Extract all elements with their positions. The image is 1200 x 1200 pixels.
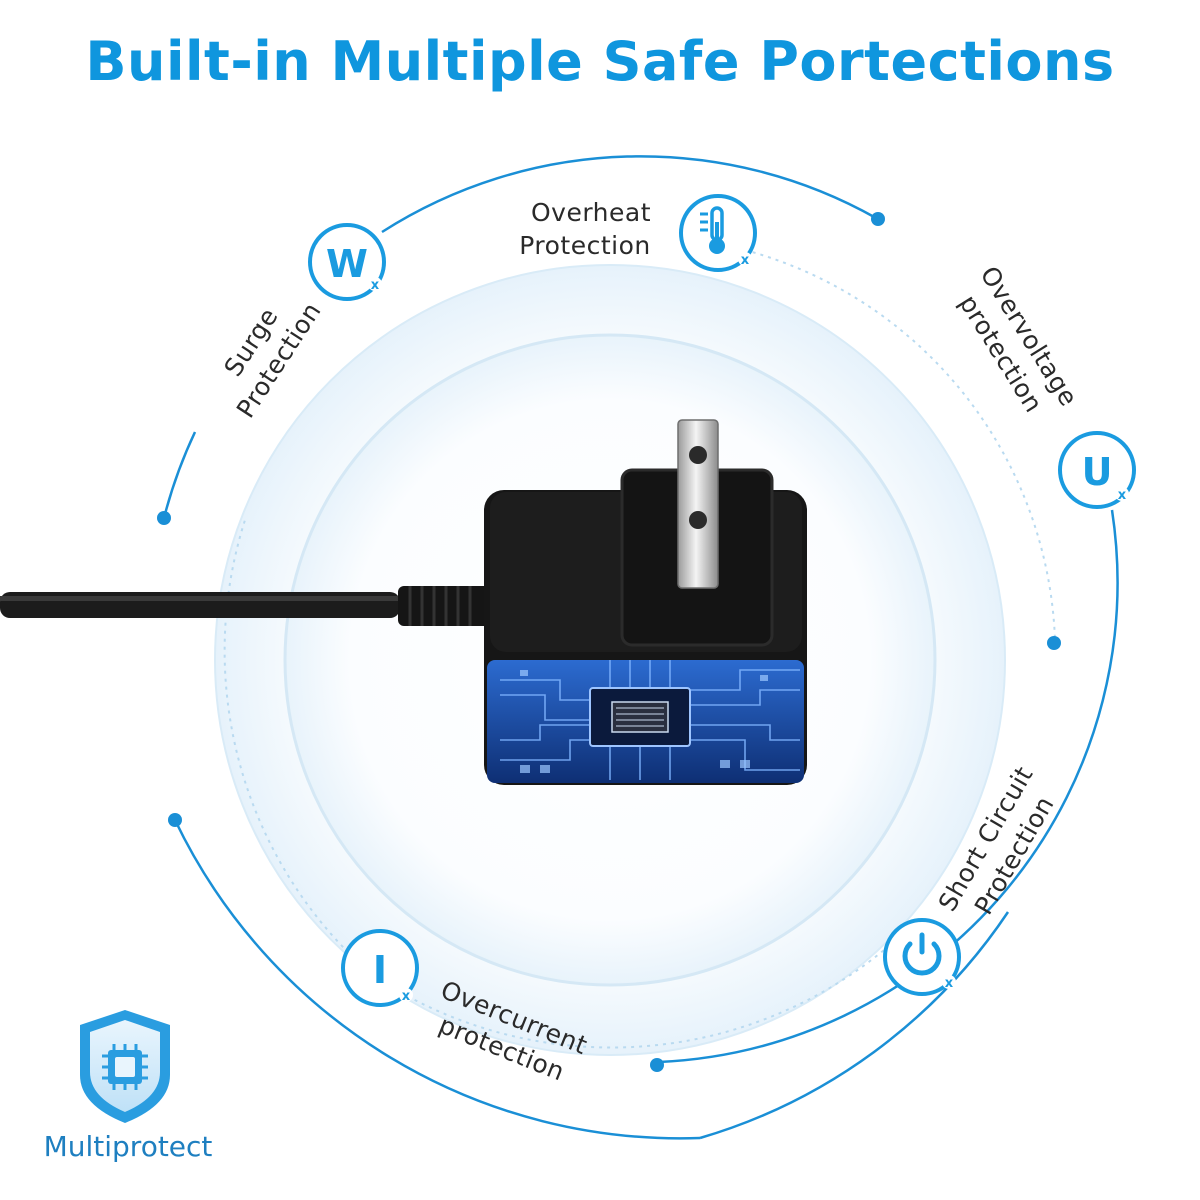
- current-icon: I: [373, 948, 387, 992]
- svg-text:x: x: [741, 253, 750, 268]
- prong: [677, 419, 719, 589]
- overheat-icon-badge: x: [679, 194, 757, 272]
- power-icon: [902, 932, 942, 976]
- overheat-label-line1: Overheat: [530, 198, 652, 227]
- svg-text:x: x: [402, 989, 411, 1004]
- voltage-icon: U: [1082, 450, 1113, 494]
- ring-dots: [157, 212, 1061, 1072]
- surge-icon-badge: W x: [308, 223, 386, 301]
- outer-ring: [162, 155, 1119, 1140]
- watt-icon: W: [326, 242, 368, 286]
- page-title: Built-in Multiple Safe Portections: [85, 30, 1115, 93]
- svg-text:x: x: [945, 976, 954, 991]
- power-cable: [0, 592, 400, 618]
- overvoltage-icon-badge: U x: [1058, 431, 1136, 509]
- multiprotect-label: Multiprotect: [43, 1130, 213, 1163]
- overcurrent-icon-badge: I x: [341, 929, 419, 1007]
- overheat-label-line2: Protection: [519, 231, 651, 260]
- shield-chip-icon: [80, 1010, 170, 1123]
- inner-dashed-arcs: [223, 249, 1056, 1049]
- overheat-label: Overheat Protection: [505, 196, 665, 262]
- svg-text:x: x: [1118, 488, 1127, 503]
- thermometer-icon: [700, 206, 725, 254]
- circuit-panel: [487, 660, 804, 783]
- strain-relief: [398, 586, 490, 626]
- short-circuit-icon-badge: x: [883, 918, 961, 996]
- svg-text:x: x: [371, 278, 380, 293]
- power-adapter: [0, 419, 807, 785]
